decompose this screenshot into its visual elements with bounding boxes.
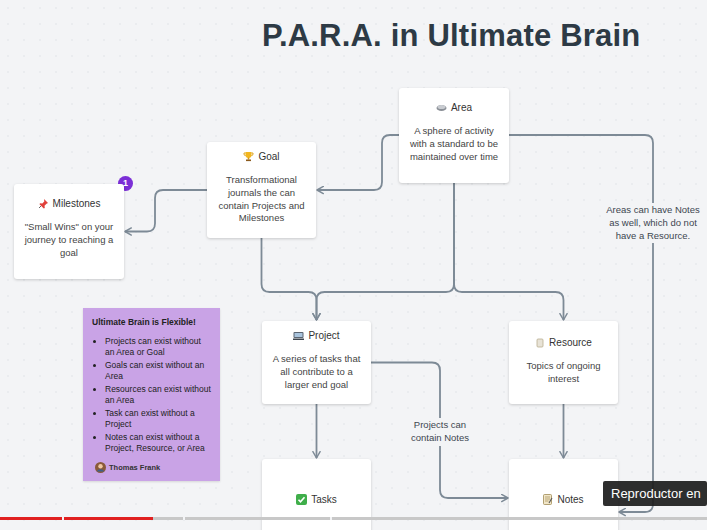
bullet-list: Projects can exist without an Area or Go… <box>92 336 212 455</box>
box-body: Transformational journals the can contai… <box>213 174 310 225</box>
video-overlay: Reproductor en <box>603 481 707 506</box>
icon <box>243 151 258 162</box>
avatar <box>95 462 106 473</box>
sticky-note: Ultimate Brain is Flexible! Projects can … <box>83 308 220 481</box>
connector <box>454 183 564 320</box>
heading-row: Tasks <box>268 494 365 505</box>
box-heading: Project <box>308 330 339 341</box>
author-name: Thomas Frank <box>109 463 160 472</box>
edge-label: Areas can have Notes as well, which do n… <box>603 203 703 243</box>
heading-row: Area <box>405 102 503 113</box>
bullet-item: Notes can exist without a Project, Resou… <box>105 432 212 455</box>
connector <box>563 404 565 458</box>
author-row: Thomas Frank <box>92 462 212 473</box>
icon <box>436 103 451 112</box>
icon <box>296 494 311 505</box>
box-body: "Small Wins" on your journey to reaching… <box>20 221 118 259</box>
goal-box: GoalTransformational journals the can co… <box>207 142 316 238</box>
heading-row: Resource <box>515 337 612 348</box>
heading-row: Goal <box>213 151 310 162</box>
project-box: Project A series of tasks that all contri… <box>262 321 371 404</box>
icon <box>535 338 549 348</box>
box-heading: Area <box>451 102 472 113</box>
edge-label: Projects can contain Notes <box>402 418 478 446</box>
box-heading: Milestones <box>53 198 101 209</box>
bullet-item: Resources can exist without an Area <box>105 384 212 407</box>
connector <box>371 363 508 499</box>
connector <box>262 238 317 320</box>
heading-row: Project <box>268 330 365 341</box>
box-heading: Resource <box>549 337 592 348</box>
milestones-box: Milestones "Small Wins" on your journey t… <box>14 184 124 279</box>
connector <box>509 135 653 512</box>
icon <box>543 494 557 505</box>
heading-row: Notes <box>515 494 612 505</box>
box-body: A series of tasks that all contribute to… <box>268 353 365 391</box>
diagram-title: P.A.R.A. in Ultimate Brain <box>262 18 640 54</box>
note-title: Ultimate Brain is Flexible! <box>92 317 212 327</box>
connector <box>316 404 318 458</box>
icon <box>293 331 308 341</box>
bullet-item: Goals can exist without an Area <box>105 360 212 383</box>
resource-box: ResourceTopics of ongoing interest <box>509 321 618 404</box>
bullet-item: Task can exist without a Project <box>105 408 212 431</box>
connector <box>317 135 399 190</box>
box-heading: Tasks <box>311 494 337 505</box>
box-body: Topics of ongoing interest <box>515 360 612 386</box>
area-box: Area A sphere of activity with a standard… <box>399 88 509 183</box>
icon <box>38 198 53 209</box>
overlay-text: Reproductor en <box>611 486 701 501</box>
box-heading: Notes <box>557 494 583 505</box>
box-body: A sphere of activity with a standard to … <box>405 125 503 163</box>
bullet-item: Projects can exist without an Area or Go… <box>105 336 212 359</box>
connector <box>125 190 207 232</box>
connector <box>317 183 455 320</box>
box-heading: Goal <box>258 151 279 162</box>
heading-row: Milestones <box>20 198 118 209</box>
